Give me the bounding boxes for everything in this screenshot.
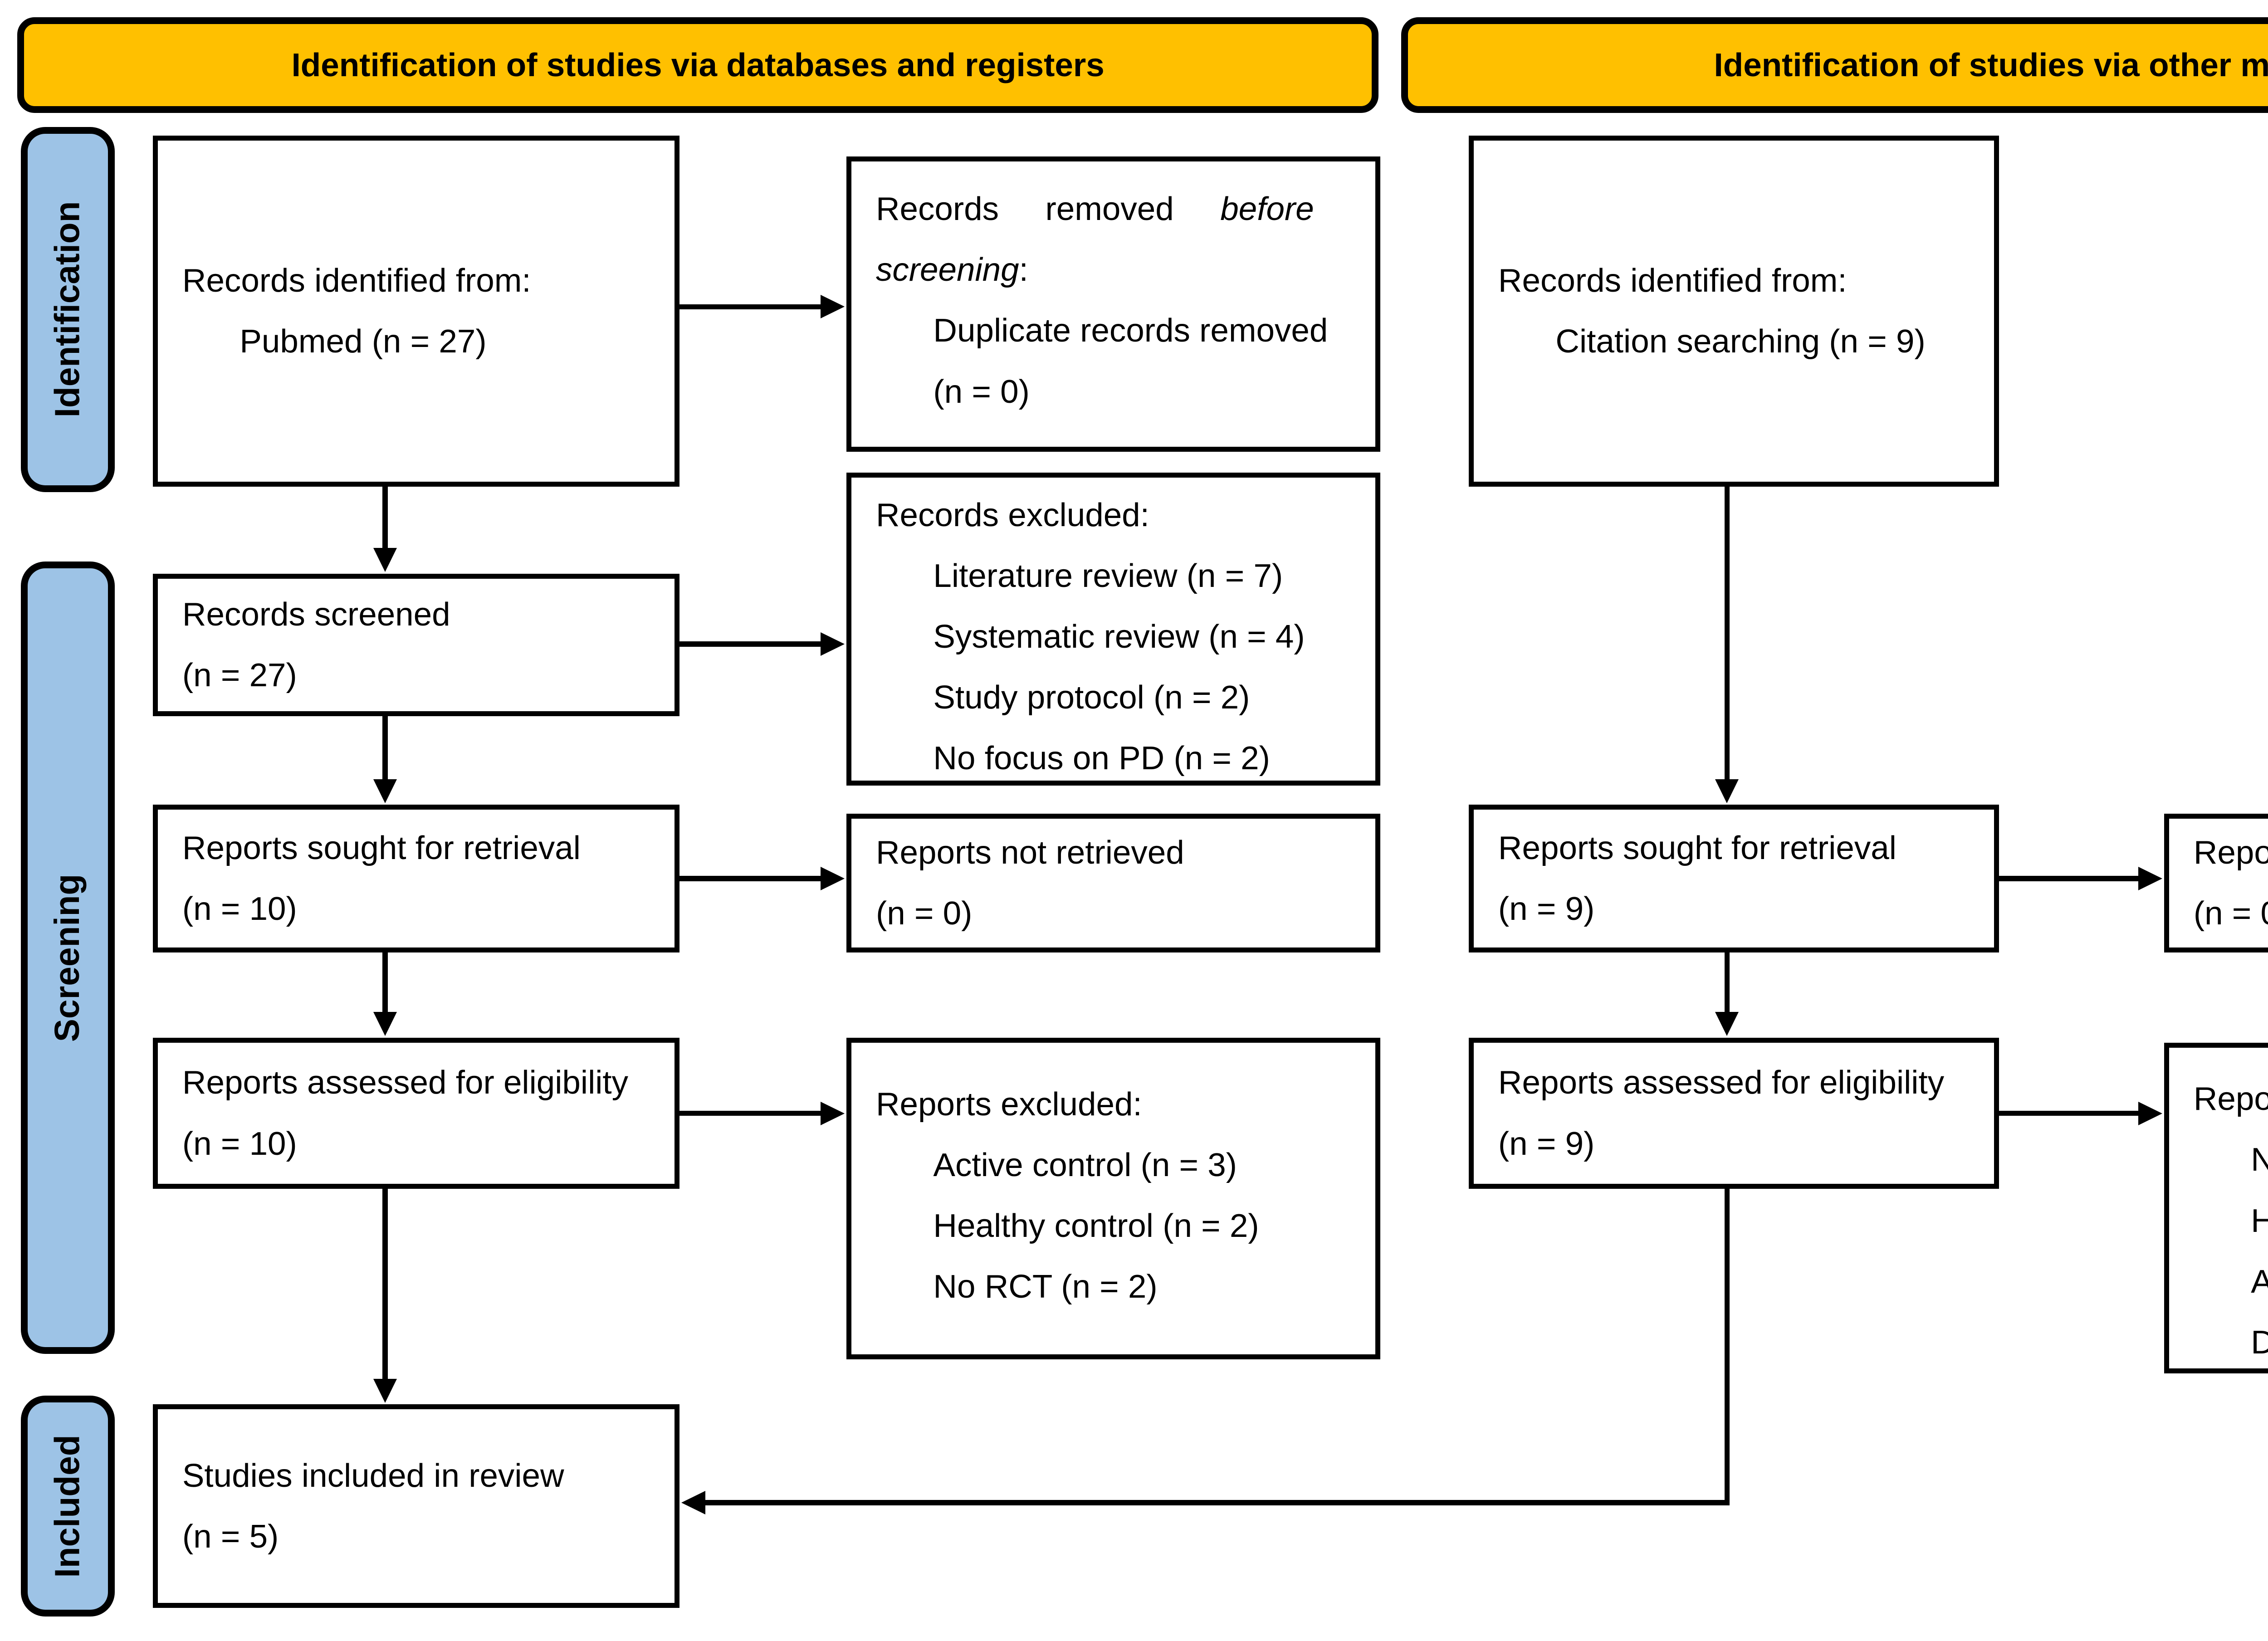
- box-title-post: :: [1019, 251, 1028, 288]
- box-records-excluded: Records excluded: Literature review (n =…: [846, 473, 1380, 786]
- box-item: Study protocol (n = 2): [933, 679, 1250, 716]
- banner-left-label: Identification of studies via databases …: [291, 47, 1105, 84]
- box-count: (n = 10): [182, 1125, 297, 1162]
- box-reports-not-retrieved-other: Reports not retrieved (n = 0): [2164, 813, 2268, 953]
- box-records-identified-databases: Records identified from: Pubmed (n = 27): [153, 135, 680, 487]
- arrow-assessed-other-to-included: [704, 1500, 1728, 1505]
- box-count: (n = 0): [933, 373, 1030, 410]
- box-item: Healthy control (n = 2): [933, 1207, 1259, 1245]
- box-item: Duplicate records removed: [933, 312, 1328, 349]
- box-line: Reports sought for retrieval: [182, 830, 581, 867]
- phase-label-screening: Screening: [20, 561, 115, 1354]
- box-reports-assessed-other: Reports assessed for eligibility (n = 9): [1469, 1037, 1999, 1189]
- box-reports-assessed-databases: Reports assessed for eligibility (n = 10…: [153, 1037, 680, 1189]
- phase-label-screening-text: Screening: [48, 874, 87, 1042]
- arrow-assessed-db-to-excluded: [679, 1110, 822, 1116]
- arrow-sought-to-assessed-db: [382, 952, 388, 1014]
- box-count: (n = 0): [875, 894, 973, 932]
- box-title: Records identified from:: [182, 262, 531, 299]
- box-item: Active control (n = 3): [933, 1146, 1237, 1183]
- box-records-screened: Records screened (n = 27): [153, 573, 680, 716]
- banner-right-label: Identification of studies via other meth…: [1714, 47, 2268, 84]
- connector-assessed-other-down: [1724, 1189, 1730, 1505]
- box-title: Records excluded:: [875, 496, 1149, 533]
- phase-label-identification: Identification: [20, 127, 115, 492]
- arrow-sought-other-to-not-retrieved: [1999, 876, 2140, 881]
- box-studies-included: Studies included in review (n = 5): [153, 1404, 680, 1608]
- box-item: Data unavailable (n = 1): [2194, 1312, 2268, 1368]
- box-title: Records identified from:: [1498, 262, 1847, 299]
- box-title: Reports excluded:: [875, 1085, 1142, 1123]
- phase-label-identification-text: Identification: [48, 201, 87, 418]
- arrow-identified-to-screened: [382, 487, 388, 549]
- box-item: Literature review (n = 7): [933, 557, 1283, 594]
- box-reports-not-retrieved-databases: Reports not retrieved (n = 0): [846, 813, 1380, 953]
- box-line: Records screened: [182, 596, 450, 633]
- arrow-identified-to-removed: [679, 304, 822, 310]
- box-line: Reports assessed for eligibility: [182, 1064, 629, 1101]
- box-count: (n = 10): [182, 890, 297, 928]
- banner-databases-registers: Identification of studies via databases …: [17, 17, 1378, 113]
- phase-label-included: Included: [20, 1396, 115, 1617]
- box-item: No RCT (n = 2): [933, 1268, 1158, 1305]
- arrow-sought-db-to-not-retrieved: [679, 876, 822, 881]
- box-line: Reports sought for retrieval: [1498, 830, 1897, 867]
- box-count: (n = 5): [182, 1518, 279, 1555]
- box-item: No focus on PD (n = 2): [933, 740, 1270, 777]
- arrow-assessed-to-included: [382, 1189, 388, 1380]
- box-title-italic: before screening: [875, 190, 1314, 288]
- box-item: No RCT (n = 3): [2194, 1129, 2268, 1190]
- arrow-other-identified-to-sought: [1724, 487, 1730, 781]
- box-item: Active control (n = 1): [2194, 1251, 2268, 1312]
- box-count: (n = 27): [182, 656, 297, 694]
- box-count: (n = 9): [1498, 890, 1595, 928]
- box-line: Reports not retrieved: [875, 834, 1184, 871]
- box-records-identified-other: Records identified from: Citation search…: [1469, 135, 1999, 487]
- box-line: Studies included in review: [182, 1457, 564, 1494]
- arrow-sought-to-assessed-other: [1724, 952, 1730, 1014]
- box-title: Records removed before screening:: [876, 179, 1314, 300]
- box-line: Reports assessed for eligibility: [1498, 1064, 1945, 1101]
- box-count: (n = 0): [2193, 894, 2268, 932]
- box-item: Healthy control (n = 2): [2194, 1191, 2268, 1251]
- banner-other-methods: Identification of studies via other meth…: [1401, 17, 2268, 113]
- box-item: Systematic review (n = 4): [933, 618, 1305, 655]
- arrow-screened-to-excluded: [679, 641, 822, 647]
- box-records-removed-before-screening: Records removed before screening: Duplic…: [846, 156, 1380, 452]
- box-line: Reports not retrieved: [2193, 834, 2268, 871]
- box-reports-excluded-other: Reports excluded: No RCT (n = 3) Healthy…: [2164, 1043, 2268, 1373]
- box-reports-sought-databases: Reports sought for retrieval (n = 10): [153, 805, 680, 953]
- box-reports-sought-other: Reports sought for retrieval (n = 9): [1469, 805, 1999, 953]
- arrow-assessed-other-to-excluded: [1999, 1110, 2140, 1116]
- box-title-pre: Records removed: [875, 190, 1221, 228]
- box-item: Citation searching (n = 9): [1555, 322, 1926, 360]
- arrow-screened-to-sought: [382, 716, 388, 781]
- phase-label-included-text: Included: [48, 1435, 87, 1578]
- box-item: Pubmed (n = 27): [240, 322, 487, 360]
- box-reports-excluded-databases: Reports excluded: Active control (n = 3)…: [846, 1037, 1380, 1359]
- box-title: Reports excluded:: [2193, 1080, 2268, 1118]
- box-count: (n = 9): [1498, 1125, 1595, 1162]
